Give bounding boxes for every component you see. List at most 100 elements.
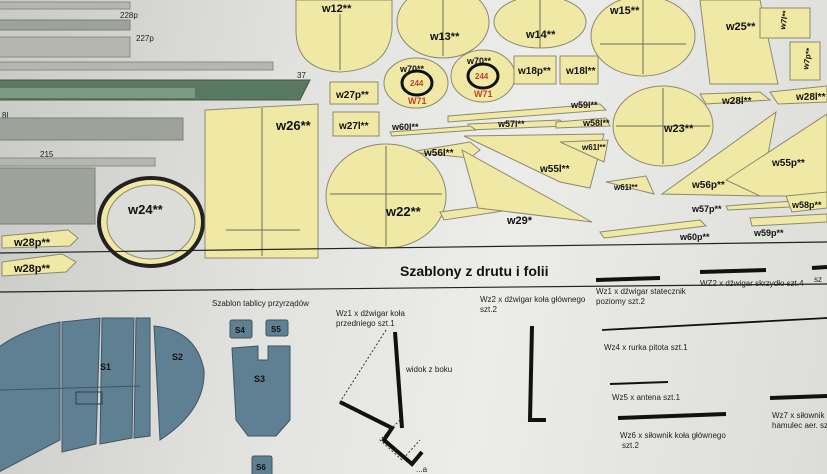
part-label-w28p: w28p** xyxy=(13,263,51,275)
part-w58p xyxy=(785,191,827,213)
part-label-w7l: w7l** xyxy=(778,9,791,31)
strip-8l xyxy=(0,117,184,141)
part-number-244: 244 xyxy=(410,79,424,88)
wz7-wire xyxy=(769,394,827,400)
wz5-caption: Wz5 x antena szt.1 xyxy=(612,393,681,402)
part-w59l xyxy=(447,103,608,123)
part-w28l xyxy=(699,91,772,105)
part-w58l xyxy=(555,117,611,129)
wz1-caption-line1: Wz1 x dźwigar koła xyxy=(336,309,405,318)
part-label-w12: w12** xyxy=(321,3,352,15)
part-w7l xyxy=(759,7,811,39)
part-label-w55p: w55p** xyxy=(771,158,805,169)
wz7-caption-line1: Wz7 x siłownik xyxy=(772,411,825,420)
wz1-caption-line2: przedniego szt.1 xyxy=(336,319,395,328)
part-label-w71: W71 xyxy=(474,89,493,99)
strip-215 xyxy=(0,157,156,167)
separator-line-bottom xyxy=(0,283,827,293)
part-label-w24: w24** xyxy=(127,202,164,217)
wz1-wire xyxy=(339,329,424,467)
part-w18l xyxy=(559,55,599,85)
part-label-w27l: w27l** xyxy=(338,121,369,132)
part-label-w58p: w58p** xyxy=(791,200,822,210)
wz-stab-caption-line2: poziomy szt.2 xyxy=(596,297,645,306)
part-w29 xyxy=(461,148,593,223)
part-w55l xyxy=(463,133,605,189)
part-label-w59l: w59l** xyxy=(570,100,598,110)
part-w59p xyxy=(749,213,827,227)
part-w60p xyxy=(599,219,708,239)
template-s3-s6: S4 S5 S3 S6 xyxy=(229,319,291,474)
wz1-side-view-label: widok z boku xyxy=(405,365,452,374)
part-label-w60l: w60l** xyxy=(391,122,419,132)
part-label-w22: w22** xyxy=(385,204,422,219)
wz-stab-wire xyxy=(595,276,661,282)
template-label-s2: S2 xyxy=(172,352,183,362)
part-w12: w12** xyxy=(295,0,393,73)
part-label-w13: w13** xyxy=(429,31,460,43)
part-label-w71: W71 xyxy=(408,96,427,106)
strip-228p xyxy=(0,19,131,31)
template-caption: Szablon tablicy przyrządów xyxy=(212,299,309,308)
wz4-caption: Wz4 x rurka pitota szt.1 xyxy=(604,343,688,352)
strip-mid xyxy=(0,61,274,71)
strip-label-215: 215 xyxy=(40,150,54,159)
wz7-caption-line2: hamulec aer. szt... xyxy=(772,421,827,430)
part-label-w28l: w28l** xyxy=(795,92,826,103)
part-w70-right: w70** 244 W71 xyxy=(450,49,516,103)
strip-label-227p: 227p xyxy=(136,34,154,43)
strip-label-37: 37 xyxy=(297,71,306,80)
template-label-s1: S1 xyxy=(100,362,111,372)
part-w61l-b xyxy=(605,175,655,195)
strip-large xyxy=(0,167,96,225)
part-label-w57l: w57l** xyxy=(497,119,525,129)
part-label-w28l: w28l** xyxy=(721,96,752,107)
part-label-w70: w70** xyxy=(399,64,425,74)
wz6-wire xyxy=(617,412,727,420)
wz2-caption-line2: szt.2 xyxy=(480,305,497,314)
part-label-w23: w23** xyxy=(663,123,694,135)
part-label-w15: w15** xyxy=(609,5,640,17)
part-w70-left: w70** 244 W71 xyxy=(383,57,449,109)
wz6-caption-line1: Wz6 x siłownik koła głównego xyxy=(620,431,726,440)
part-label-w70: w70** xyxy=(466,56,492,66)
part-w28l-b xyxy=(769,85,827,105)
part-w25: w25** xyxy=(699,0,779,85)
gray-strips: 228p 227p 37 8l 215 xyxy=(0,1,311,225)
part-w14: w14** xyxy=(493,0,587,49)
wz2-wire xyxy=(527,325,546,422)
strip-label-8l: 8l xyxy=(2,111,8,120)
template-label-s6: S6 xyxy=(256,463,266,472)
part-label-w55l: w55l** xyxy=(539,164,570,175)
part-label-w29: w29* xyxy=(506,215,533,227)
part-label-w56p: w56p** xyxy=(691,180,725,191)
wz1-cut-label: ...a xyxy=(416,465,428,474)
part-label-w61l: w61l** xyxy=(613,183,638,192)
part-label-w25: w25** xyxy=(725,21,756,33)
strip-37-shade xyxy=(0,88,195,98)
part-label-w58l: w58l** xyxy=(582,118,610,128)
part-w24-ring: w24** xyxy=(97,176,205,268)
wz2-caption-line1: Wz2 x dźwigar koła głównego xyxy=(480,295,586,304)
part-w61l xyxy=(559,139,609,163)
part-w23: w23** xyxy=(612,85,714,167)
wz-edge-wire xyxy=(811,265,827,270)
strip-top xyxy=(0,1,131,10)
part-w28p-left: w28p** w28p** xyxy=(1,229,79,277)
part-w60l xyxy=(389,125,478,137)
part-number-244: 244 xyxy=(475,72,489,81)
part-label-w28p: w28p** xyxy=(13,237,51,249)
part-label-w26: w26** xyxy=(275,118,312,133)
part-w26: w26** xyxy=(204,103,319,259)
part-w18p xyxy=(513,55,557,85)
part-label-w7p: w7p** xyxy=(801,46,814,71)
template-label-s4: S4 xyxy=(235,326,245,335)
part-w27p xyxy=(329,81,379,105)
part-label-w57p: w57p** xyxy=(691,204,722,214)
strip-227p xyxy=(0,36,131,58)
wz6-caption-line2: szt.2 xyxy=(622,441,639,450)
part-label-w56l: w56l** xyxy=(423,148,454,159)
part-label-w60p: w60p** xyxy=(679,232,710,242)
